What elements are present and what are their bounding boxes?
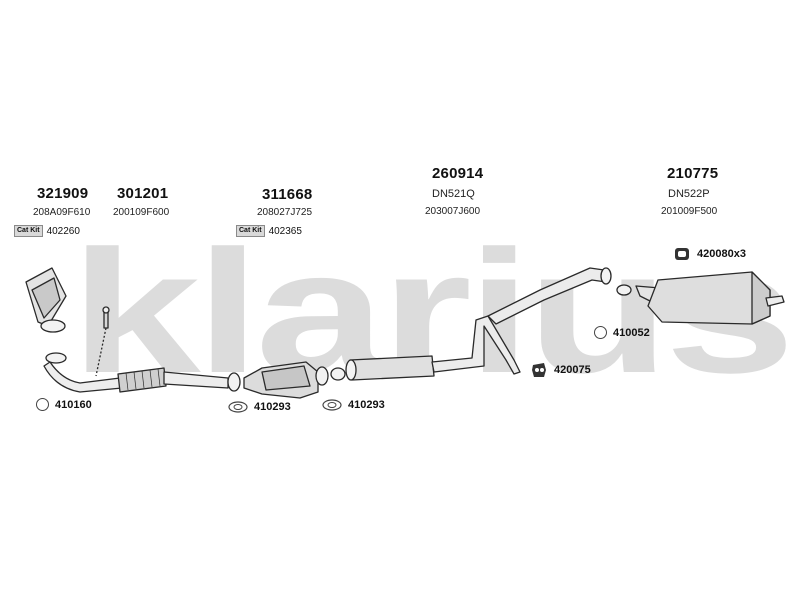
accessory-410293-a: 410293 <box>228 401 291 413</box>
rear-silencer <box>616 271 785 325</box>
part-number-260914: 260914 <box>432 165 484 182</box>
accessory-410293-b: 410293 <box>322 399 385 411</box>
part-number-301201: 301201 <box>117 185 169 202</box>
front-catalyst <box>25 267 67 333</box>
gasket-icon <box>322 399 342 411</box>
rubber-mount-icon <box>532 363 546 377</box>
cat-kit-badge: Cat Kit <box>14 225 43 237</box>
part-number-210775: 210775 <box>667 165 719 182</box>
accessory-410052: 410052 <box>594 326 650 339</box>
part-number-321909: 321909 <box>37 185 89 202</box>
lambda-sensor <box>95 306 110 377</box>
gasket-icon <box>228 401 248 413</box>
accessory-420075: 420075 <box>530 361 591 379</box>
oem-number-260914-b: 203007J600 <box>425 206 481 217</box>
front-pipe <box>43 352 241 393</box>
part-number-311668: 311668 <box>262 186 313 203</box>
cat-kit-badge: Cat Kit <box>236 225 265 237</box>
oem-number-321909: 208A09F610 <box>33 207 91 218</box>
cat-kit-number: 402260 <box>46 225 80 237</box>
accessory-410160: 410160 <box>36 398 92 411</box>
oem-number-260914-a: DN521Q <box>432 188 475 200</box>
oem-number-210775-b: 201009F500 <box>661 206 718 217</box>
oem-number-311668: 208027J725 <box>257 207 313 218</box>
cat-kit-311668: Cat Kit 402365 <box>236 225 302 237</box>
oem-number-301201: 200109F600 <box>113 207 170 218</box>
ring-clamp-icon <box>36 398 49 411</box>
cat-kit-number: 402365 <box>268 225 302 237</box>
oem-number-210775-a: DN522P <box>668 188 710 200</box>
accessory-420080x3: 420080x3 <box>673 245 746 263</box>
middle-catalyst <box>243 361 329 399</box>
hanger-icon <box>675 248 689 260</box>
centre-silencer <box>330 267 612 381</box>
cat-kit-321909: Cat Kit 402260 <box>14 225 80 237</box>
ring-clamp-icon <box>594 326 607 339</box>
